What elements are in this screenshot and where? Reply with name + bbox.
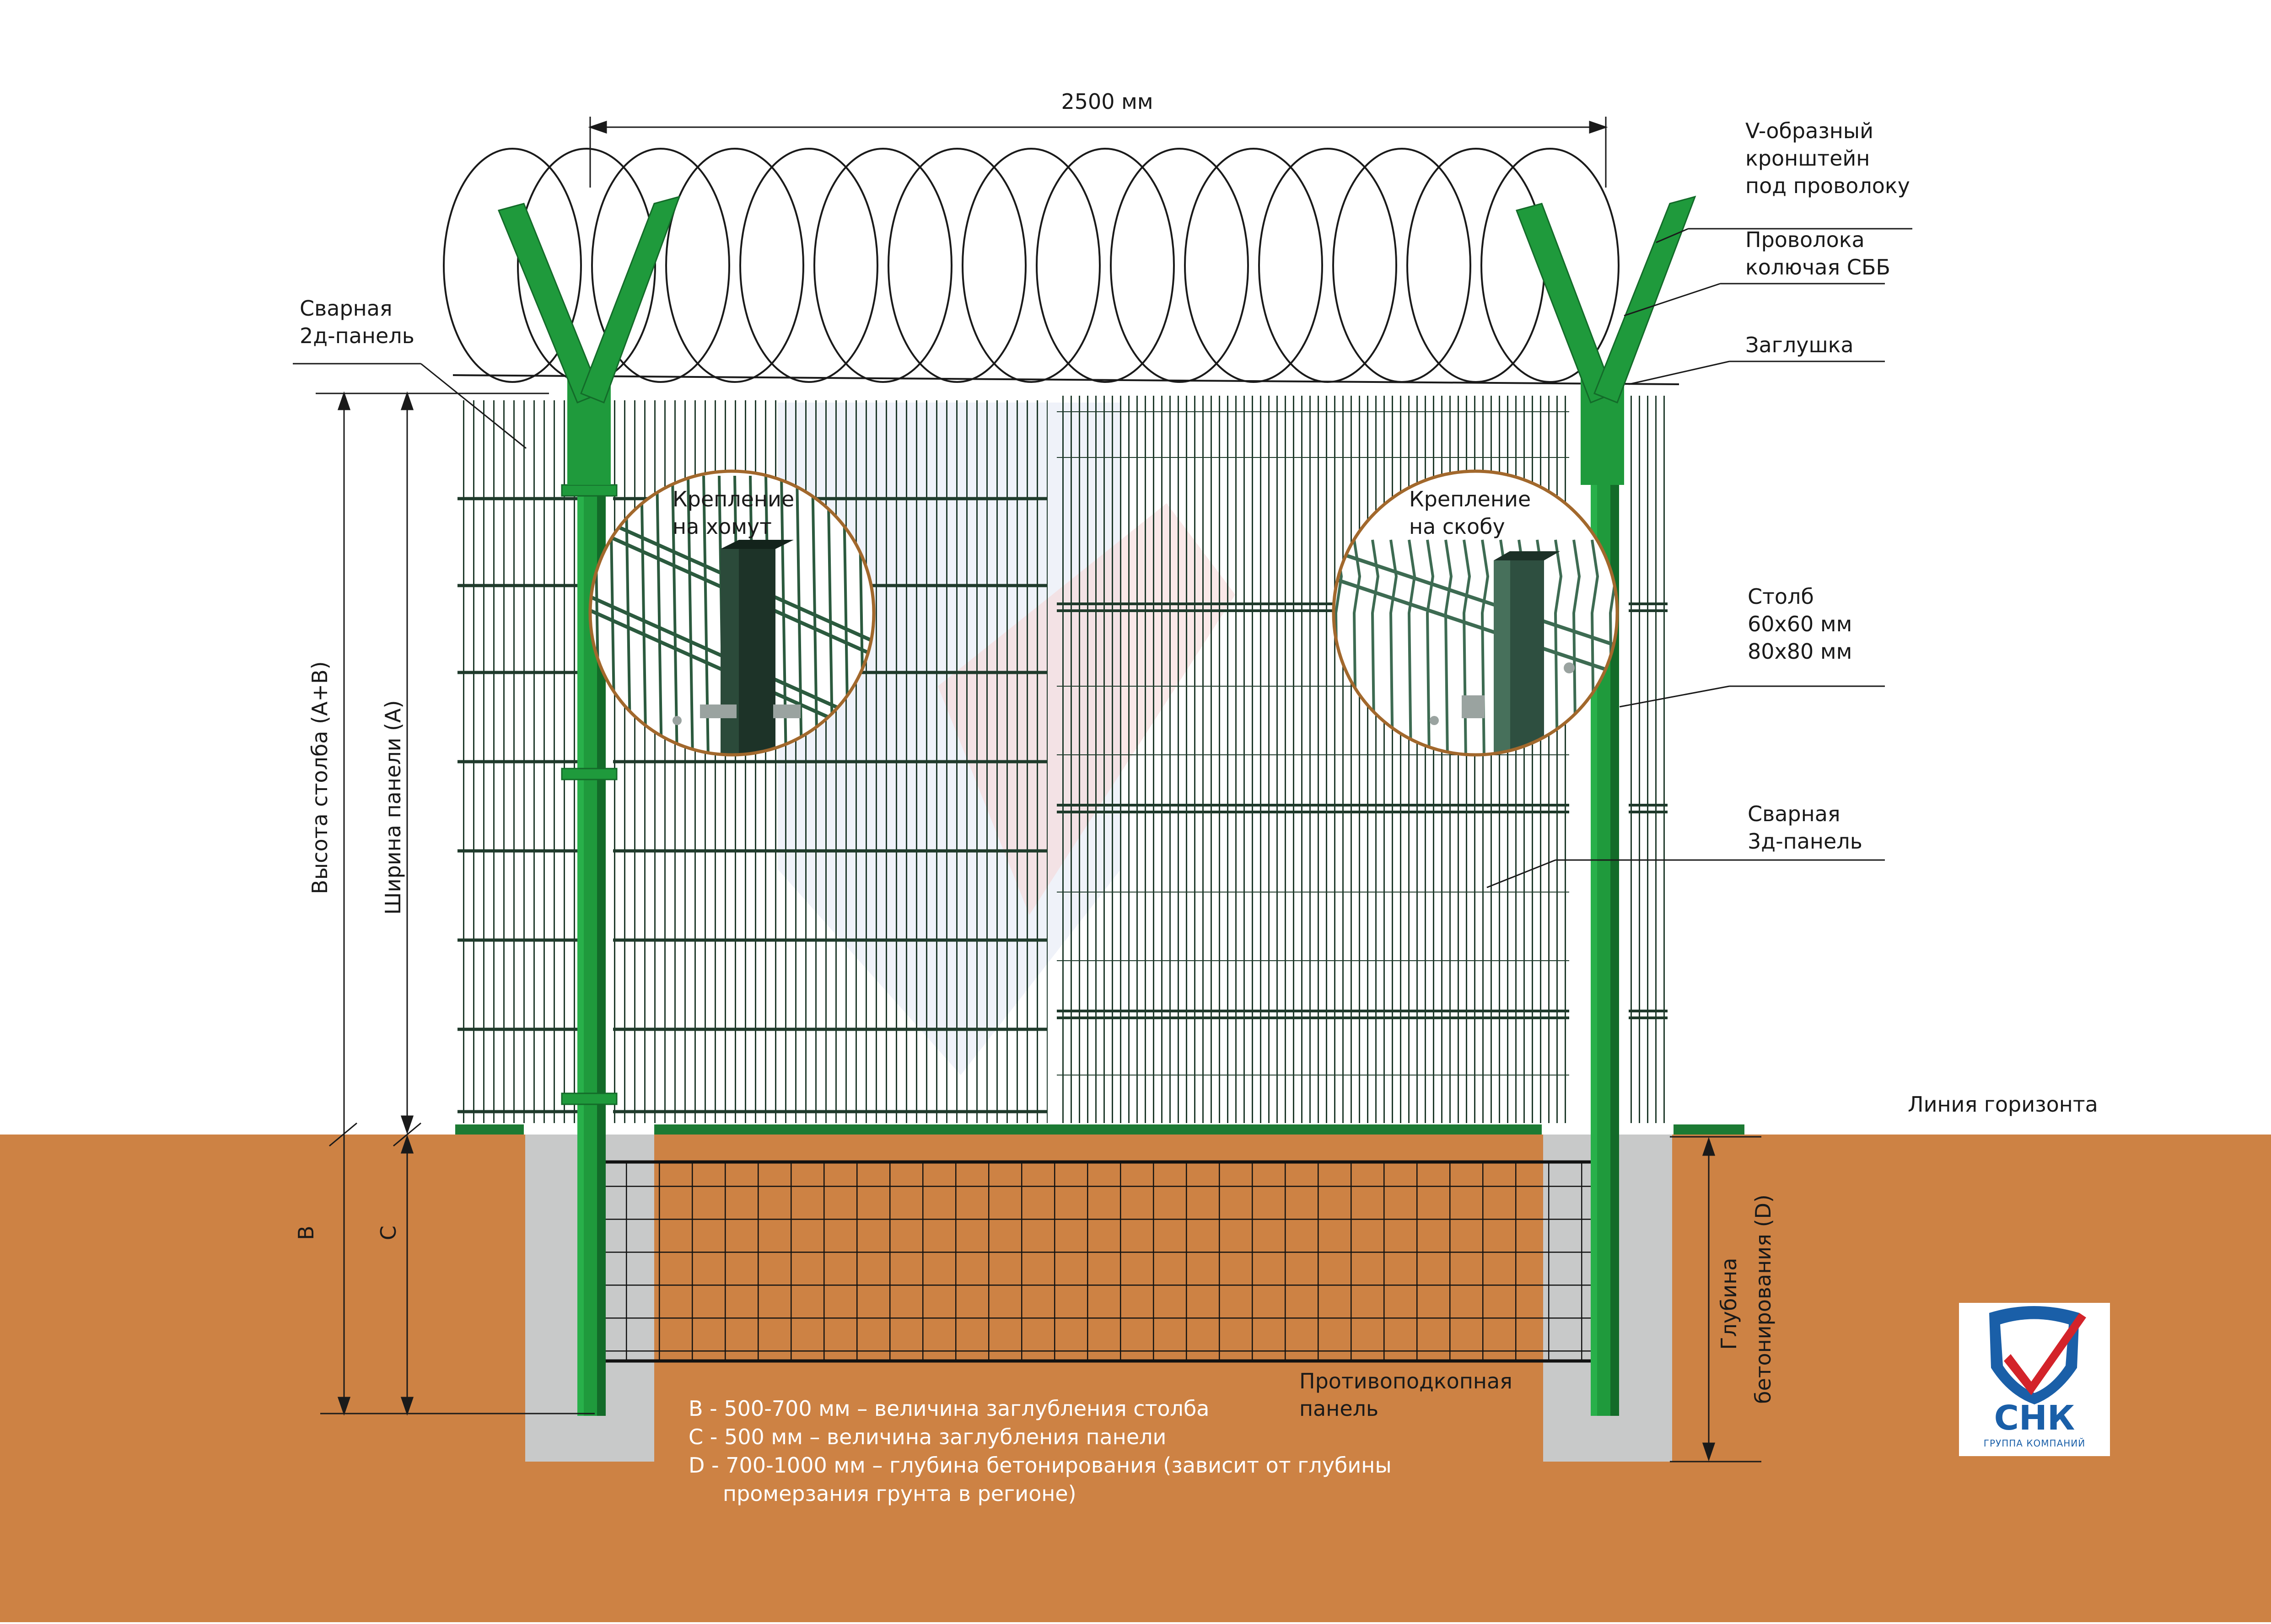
clamp-mount-label-2: на хомут [673, 514, 772, 539]
panel-3d-label-1: Сварная [1748, 801, 1840, 826]
panel-2d-label-1: Сварная [300, 296, 393, 321]
c-label: C [376, 1226, 401, 1240]
post-label-1: Столб [1748, 584, 1814, 609]
brand-name: СНК [1994, 1398, 2075, 1438]
panel-3d [1057, 396, 1668, 1123]
legend-line-d-cont: промерзания грунта в регионе) [723, 1481, 1076, 1506]
post-label-3: 80х80 мм [1748, 639, 1852, 664]
horizon-label: Линия горизонта [1908, 1092, 2098, 1117]
anti-dig-panel [583, 1160, 1602, 1363]
v-bracket-label-2: кронштейн [1745, 146, 1870, 171]
bracket-mount-label-2: на скобу [1409, 514, 1505, 539]
post-height-label: Высота столба (A+B) [307, 661, 332, 894]
anti-dig-label-2: панель [1299, 1396, 1378, 1421]
bracket-mount-label-1: Крепление [1409, 487, 1531, 511]
barbed-wire-label-2: колючая СББ [1745, 255, 1890, 280]
check-icon [2004, 1313, 2086, 1395]
panel-width-label: Ширина панели (A) [381, 700, 405, 915]
concrete-depth-label-2: бетонирования (D) [1751, 1194, 1776, 1404]
b-label: B [294, 1226, 318, 1240]
post-left [497, 195, 681, 1416]
brand-logo: СНК ГРУППА КОМПАНИЙ [1959, 1303, 2110, 1456]
legend-line-d: D - 700-1000 мм – глубина бетонирования … [689, 1453, 1392, 1478]
panel-3d-label-2: 3д-панель [1748, 829, 1862, 854]
legend-line-b: B - 500-700 мм – величина заглубления ст… [689, 1396, 1210, 1421]
width-dimension-label: 2500 мм [1061, 89, 1153, 114]
brand-subtitle: ГРУППА КОМПАНИЙ [1984, 1438, 2085, 1449]
legend-line-c: C - 500 мм – величина заглубления панели [689, 1425, 1166, 1449]
v-bracket-label-3: под проволоку [1745, 173, 1910, 198]
cap-label: Заглушка [1745, 333, 1854, 357]
anti-dig-label-1: Противоподкопная [1299, 1369, 1512, 1393]
v-bracket-label-1: V-образный [1745, 118, 1873, 143]
barbed-wire-label-1: Проволока [1745, 227, 1865, 252]
clamp-mount-label-1: Крепление [673, 487, 794, 511]
concrete-depth-label-1: Глубина [1717, 1258, 1741, 1350]
post-label-2: 60х60 мм [1748, 612, 1852, 636]
detail-bracket-mount [1332, 469, 1619, 757]
panel-2d-label-2: 2д-панель [300, 323, 414, 348]
